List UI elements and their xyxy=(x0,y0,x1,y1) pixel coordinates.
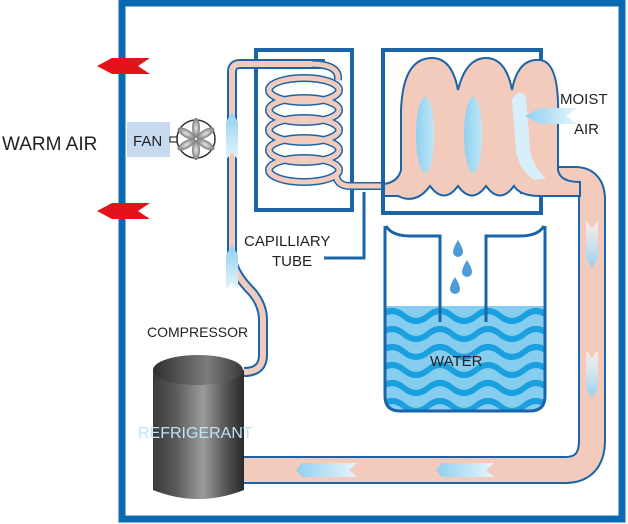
moist-air-arrow xyxy=(525,108,578,124)
water-label: WATER xyxy=(430,353,483,370)
return-pipe-fill xyxy=(240,168,604,482)
evaporator-oval-2 xyxy=(464,97,482,173)
capillary-label-line1: CAPILLIARY xyxy=(244,233,330,250)
warm-air-arrow-top xyxy=(97,58,150,74)
refrigerant-label: REFRIGERANT xyxy=(138,425,253,442)
flow-arrow-up-1 xyxy=(226,112,238,160)
water-drop-1 xyxy=(453,240,463,257)
flow-arrow-up-2 xyxy=(226,245,238,290)
evaporator-oval-1 xyxy=(416,97,434,173)
capillary-label-line2: TUBE xyxy=(272,253,312,270)
flow-arrow-down-1 xyxy=(586,220,598,268)
warm-air-arrow-bottom xyxy=(97,203,150,219)
evaporator-coil-icon xyxy=(383,56,581,200)
flow-arrow-down-2 xyxy=(586,350,598,398)
moist-air-label-line2: AIR xyxy=(574,121,599,138)
condenser-coil-icon xyxy=(265,60,384,190)
fan-box xyxy=(127,122,170,157)
flow-arrow-left-1 xyxy=(296,463,357,477)
water-tank xyxy=(383,225,547,413)
compressor-cylinder-icon xyxy=(153,355,244,499)
evaporator-cold-flow xyxy=(512,92,546,180)
funnel xyxy=(384,225,546,322)
tank-outline xyxy=(383,226,547,413)
water-drop-2 xyxy=(462,260,472,277)
fan-icon xyxy=(176,118,216,160)
fan-label: FAN xyxy=(133,133,162,150)
water-drop-3 xyxy=(450,277,460,294)
capillary-leader-line xyxy=(324,192,366,260)
moist-air-label-line1: MOIST xyxy=(560,91,608,108)
outer-frame xyxy=(118,0,626,523)
warm-air-label: WARM AIR xyxy=(2,134,97,155)
compressor-label: COMPRESSOR xyxy=(147,324,248,340)
fan-shaft xyxy=(169,136,178,143)
flow-arrow-left-2 xyxy=(436,463,494,477)
condenser-box xyxy=(254,48,354,212)
